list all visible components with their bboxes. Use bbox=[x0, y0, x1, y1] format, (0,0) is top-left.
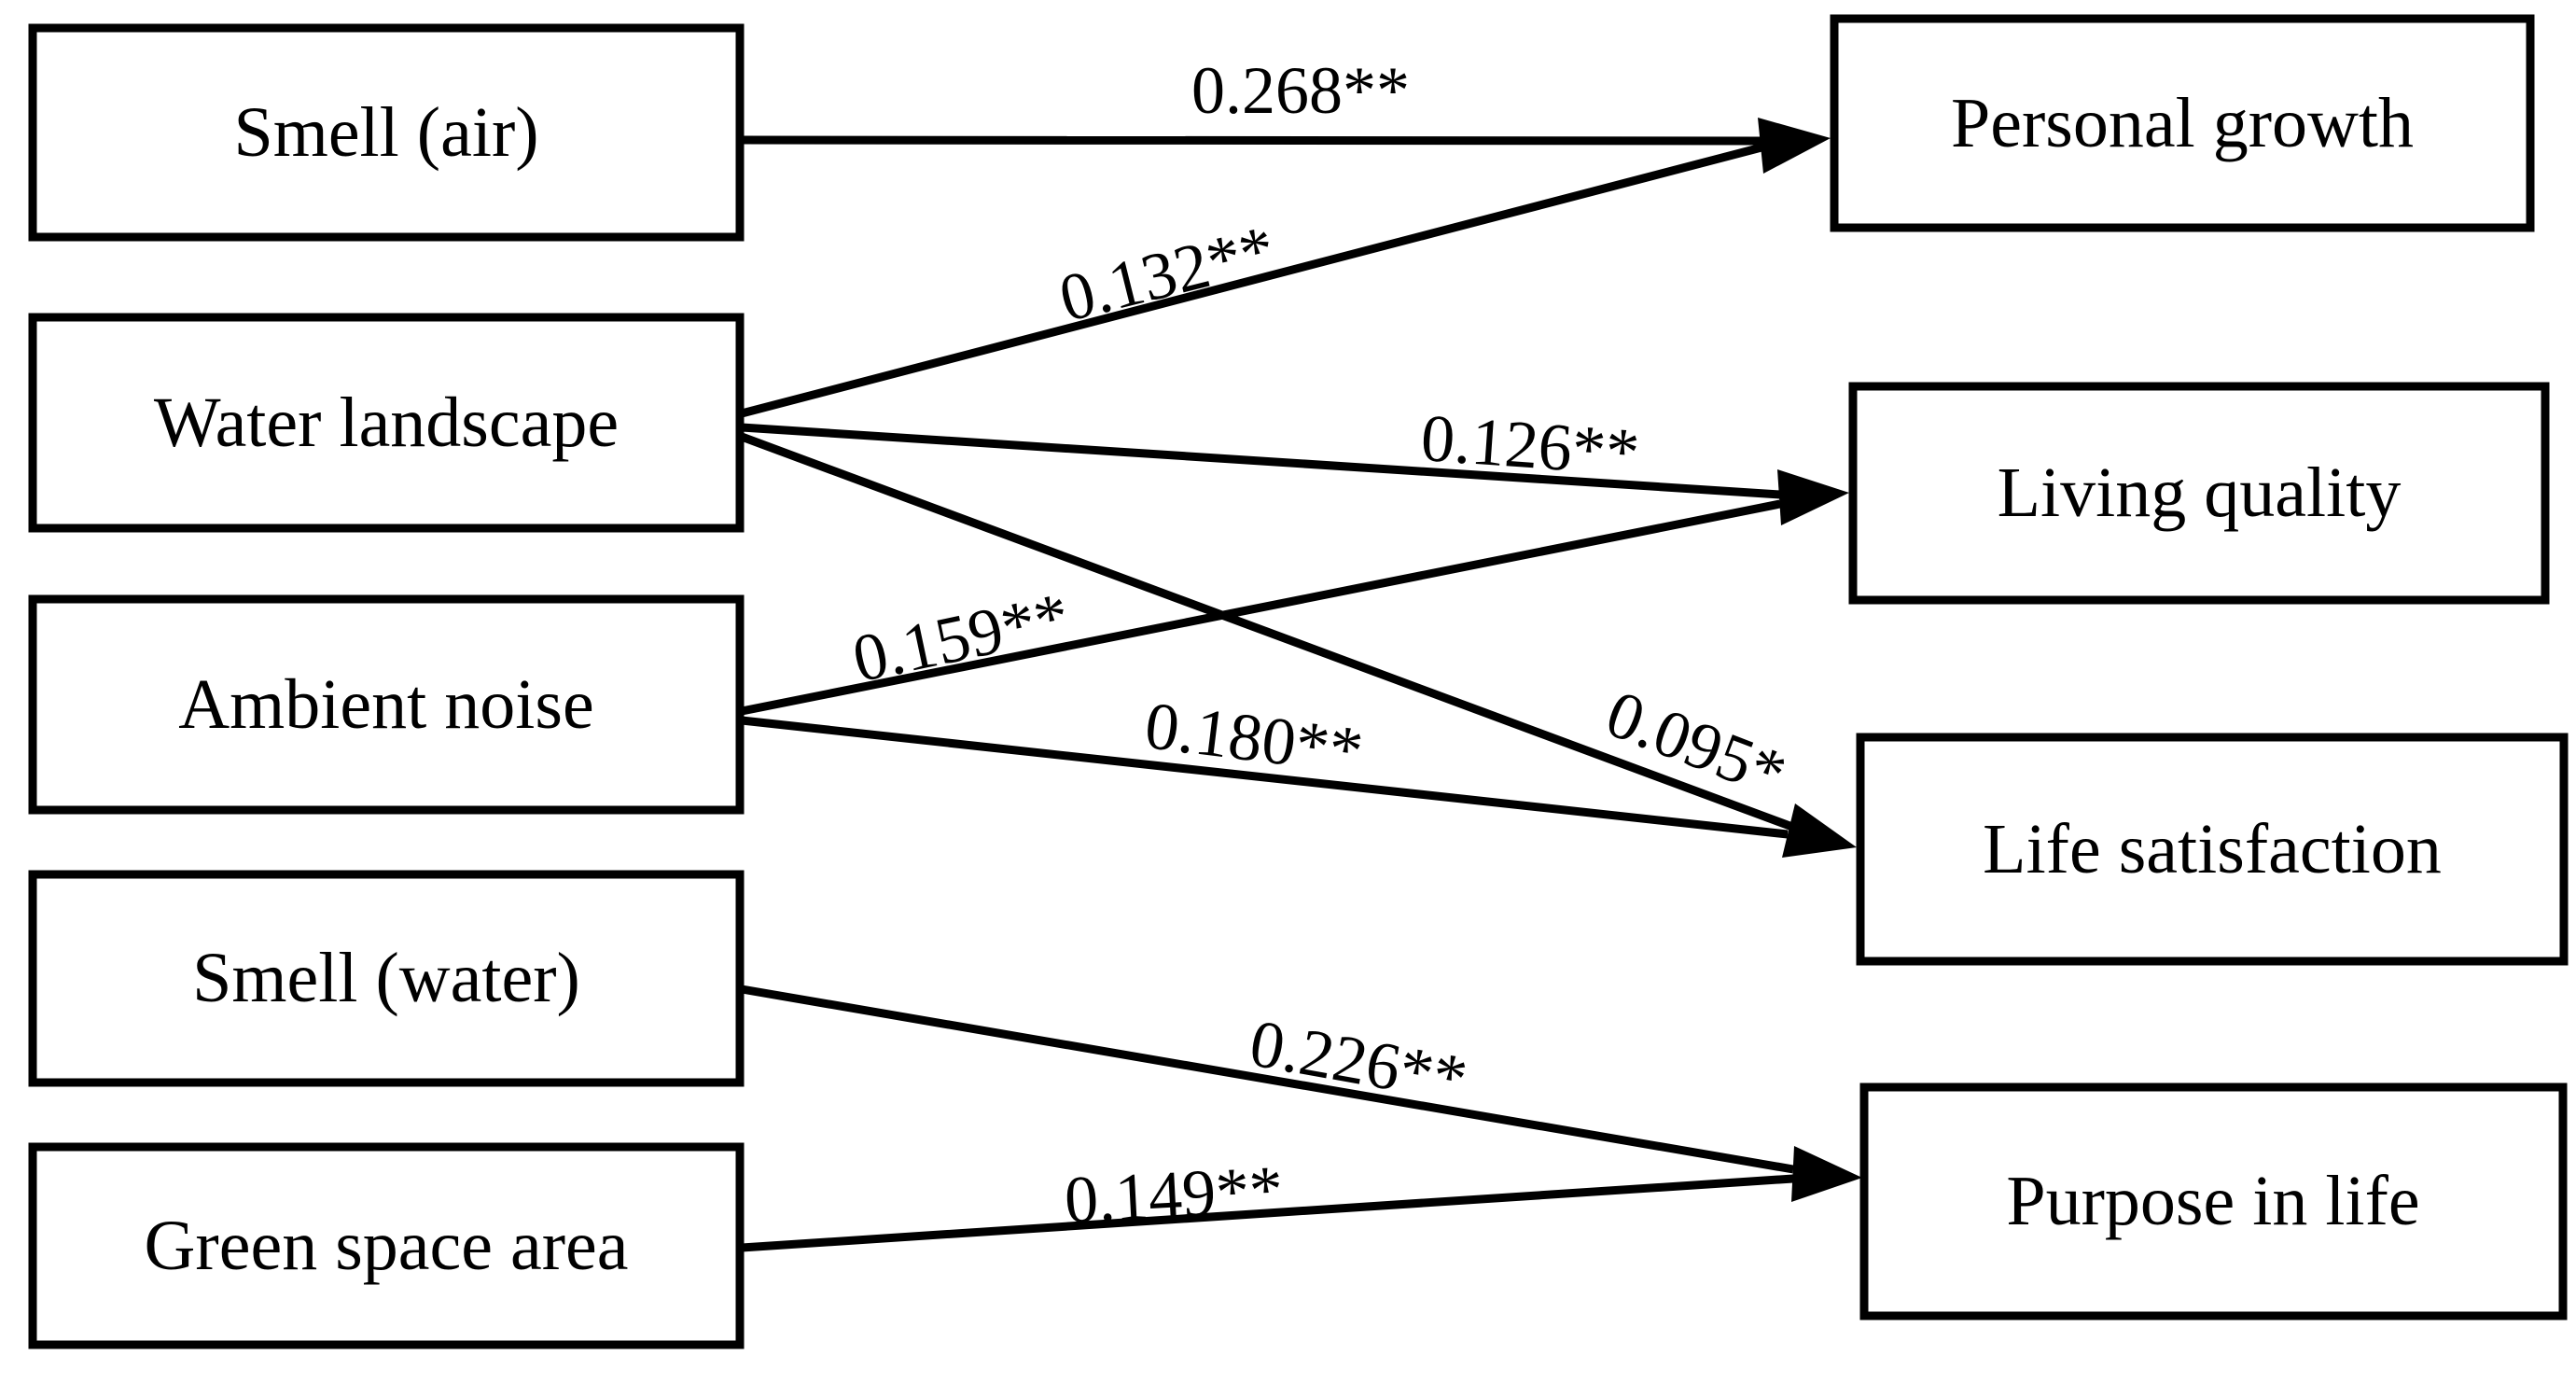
node-water-landscape-label: Water landscape bbox=[154, 384, 619, 462]
arrowhead-icon-purpose-in-life bbox=[1791, 1146, 1862, 1202]
path-line-water-landscape-to-living-quality bbox=[741, 423, 1781, 499]
node-living-quality bbox=[1848, 382, 2550, 605]
node-personal-growth-label: Personal growth bbox=[1951, 84, 2414, 162]
node-water-landscape bbox=[28, 313, 745, 533]
arrowhead-icon-life-satisfaction bbox=[1782, 803, 1857, 858]
coefficient-labels: 0.268** 0.132** 0.126** 0.095* 0.159** 0… bbox=[846, 53, 1796, 1237]
path-line-water-landscape-to-life-satisfaction bbox=[740, 432, 1794, 831]
node-green-space-area bbox=[28, 1142, 745, 1349]
path-line-smell-air-to-personal-growth bbox=[741, 135, 1761, 146]
path-line-green-space-area-to-purpose-in-life bbox=[741, 1174, 1794, 1252]
path-line-ambient-noise-to-life-satisfaction bbox=[741, 716, 1789, 839]
node-smell-water bbox=[28, 870, 745, 1087]
outcome-nodes: Personal growth Living quality Life sati… bbox=[1830, 14, 2569, 1320]
path-lines bbox=[740, 135, 1794, 1252]
coefficient-water-landscape-living-quality: 0.126** bbox=[1418, 400, 1641, 490]
node-smell-air-label: Smell (air) bbox=[233, 93, 538, 172]
arrowhead-icon-personal-growth bbox=[1758, 118, 1831, 174]
node-purpose-in-life-label: Purpose in life bbox=[2006, 1162, 2419, 1240]
path-line-smell-water-to-purpose-in-life bbox=[741, 985, 1794, 1174]
path-line-water-landscape-to-personal-growth bbox=[740, 143, 1763, 418]
coefficient-water-landscape-personal-growth: 0.132** bbox=[1052, 211, 1282, 336]
node-ambient-noise-label: Ambient noise bbox=[178, 665, 593, 744]
node-smell-water-label: Smell (water) bbox=[192, 939, 580, 1017]
node-living-quality-label: Living quality bbox=[1998, 454, 2402, 532]
coefficient-green-space-area-purpose-in-life: 0.149** bbox=[1063, 1152, 1285, 1237]
node-ambient-noise bbox=[28, 594, 745, 815]
coefficient-ambient-noise-living-quality: 0.159** bbox=[846, 579, 1076, 697]
coefficient-smell-air-personal-growth: 0.268** bbox=[1191, 53, 1410, 128]
arrowheads bbox=[1758, 118, 1862, 1202]
arrowhead-icon-living-quality bbox=[1777, 469, 1849, 525]
node-life-satisfaction bbox=[1856, 733, 2569, 966]
node-smell-air bbox=[28, 23, 745, 242]
node-life-satisfaction-label: Life satisfaction bbox=[1983, 810, 2442, 888]
path-line-ambient-noise-to-living-quality bbox=[741, 499, 1781, 716]
node-personal-growth bbox=[1830, 14, 2535, 232]
coefficient-ambient-noise-life-satisfaction: 0.180** bbox=[1141, 688, 1367, 789]
predictor-nodes: Smell (air) Water landscape Ambient nois… bbox=[28, 23, 745, 1349]
node-purpose-in-life bbox=[1859, 1083, 2568, 1320]
coefficient-smell-water-purpose-in-life: 0.226** bbox=[1245, 1005, 1472, 1116]
node-green-space-area-label: Green space area bbox=[145, 1207, 629, 1285]
